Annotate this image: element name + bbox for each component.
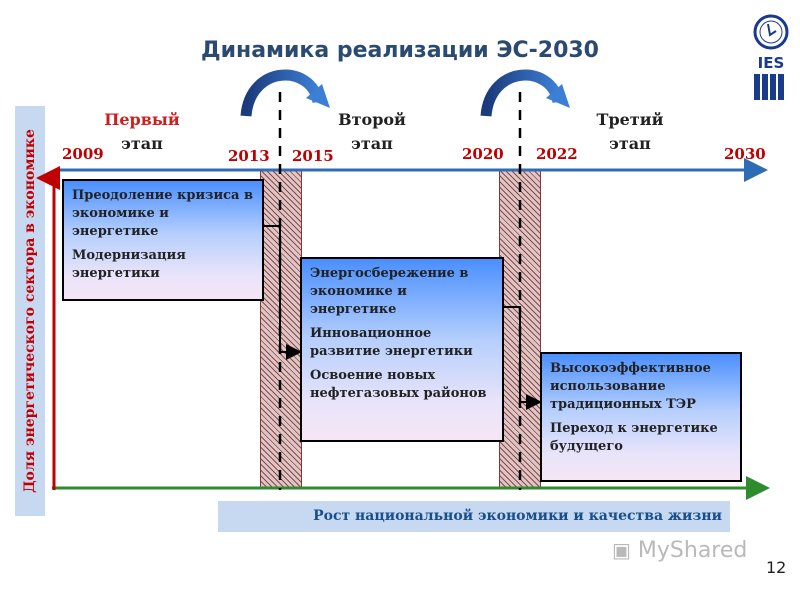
stage-box-2-item: Инновационное развитие энергетики xyxy=(310,326,473,359)
transition-arrow-2 xyxy=(480,69,564,117)
stage-box-1: Преодоление кризиса в экономике и энерге… xyxy=(62,179,264,301)
stage-box-3-item: Высокоэффективное использование традицио… xyxy=(550,361,711,412)
watermark-text: MyShared xyxy=(637,538,748,563)
stage-2-suffix: этап xyxy=(351,134,393,153)
year-label-2020: 2020 xyxy=(462,145,504,163)
stage-box-2-item: Энергосбережение в экономике и энергетик… xyxy=(310,266,469,317)
year-label-2013: 2013 xyxy=(228,147,270,165)
year-label-2015: 2015 xyxy=(292,147,334,165)
logo-text: IES xyxy=(758,54,785,72)
stage-1-suffix: этап xyxy=(121,134,163,153)
stage-3-suffix: этап xyxy=(609,134,651,153)
stage-label-2: Второй этап xyxy=(332,108,412,156)
page-number: 12 xyxy=(766,558,787,577)
watermark-icon: ▣ xyxy=(612,538,631,562)
stage-box-1-item: Модернизация энергетики xyxy=(72,248,186,281)
transition-arrow-1 xyxy=(240,69,324,117)
stage-box-2-item: Освоение новых нефтегазовых районов xyxy=(310,368,487,401)
watermark: ▣ MyShared xyxy=(612,538,747,563)
stage-box-2: Энергосбережение в экономике и энергетик… xyxy=(300,257,504,442)
year-label-2030: 2030 xyxy=(724,145,766,163)
stage-box-1-item: Преодоление кризиса в экономике и энерге… xyxy=(72,188,253,239)
stage-label-3: Третий этап xyxy=(590,108,670,156)
x-axis-label: Рост национальной экономики и качества ж… xyxy=(218,501,730,532)
year-label-2009: 2009 xyxy=(62,145,104,163)
page-title: Динамика реализации ЭС-2030 xyxy=(200,38,599,63)
stage-3-name: Третий xyxy=(596,110,664,129)
stage-box-3: Высокоэффективное использование традицио… xyxy=(540,352,742,482)
stage-2-name: Второй xyxy=(338,110,406,129)
stage-label-1: Первый этап xyxy=(102,108,182,156)
stage-1-name: Первый xyxy=(104,110,180,129)
connector-1 xyxy=(262,225,302,360)
ies-logo: IES xyxy=(753,14,789,100)
year-label-2022: 2022 xyxy=(536,145,578,163)
stage-box-3-item: Переход к энергетике будущего xyxy=(550,421,718,454)
connector-2 xyxy=(503,306,542,410)
